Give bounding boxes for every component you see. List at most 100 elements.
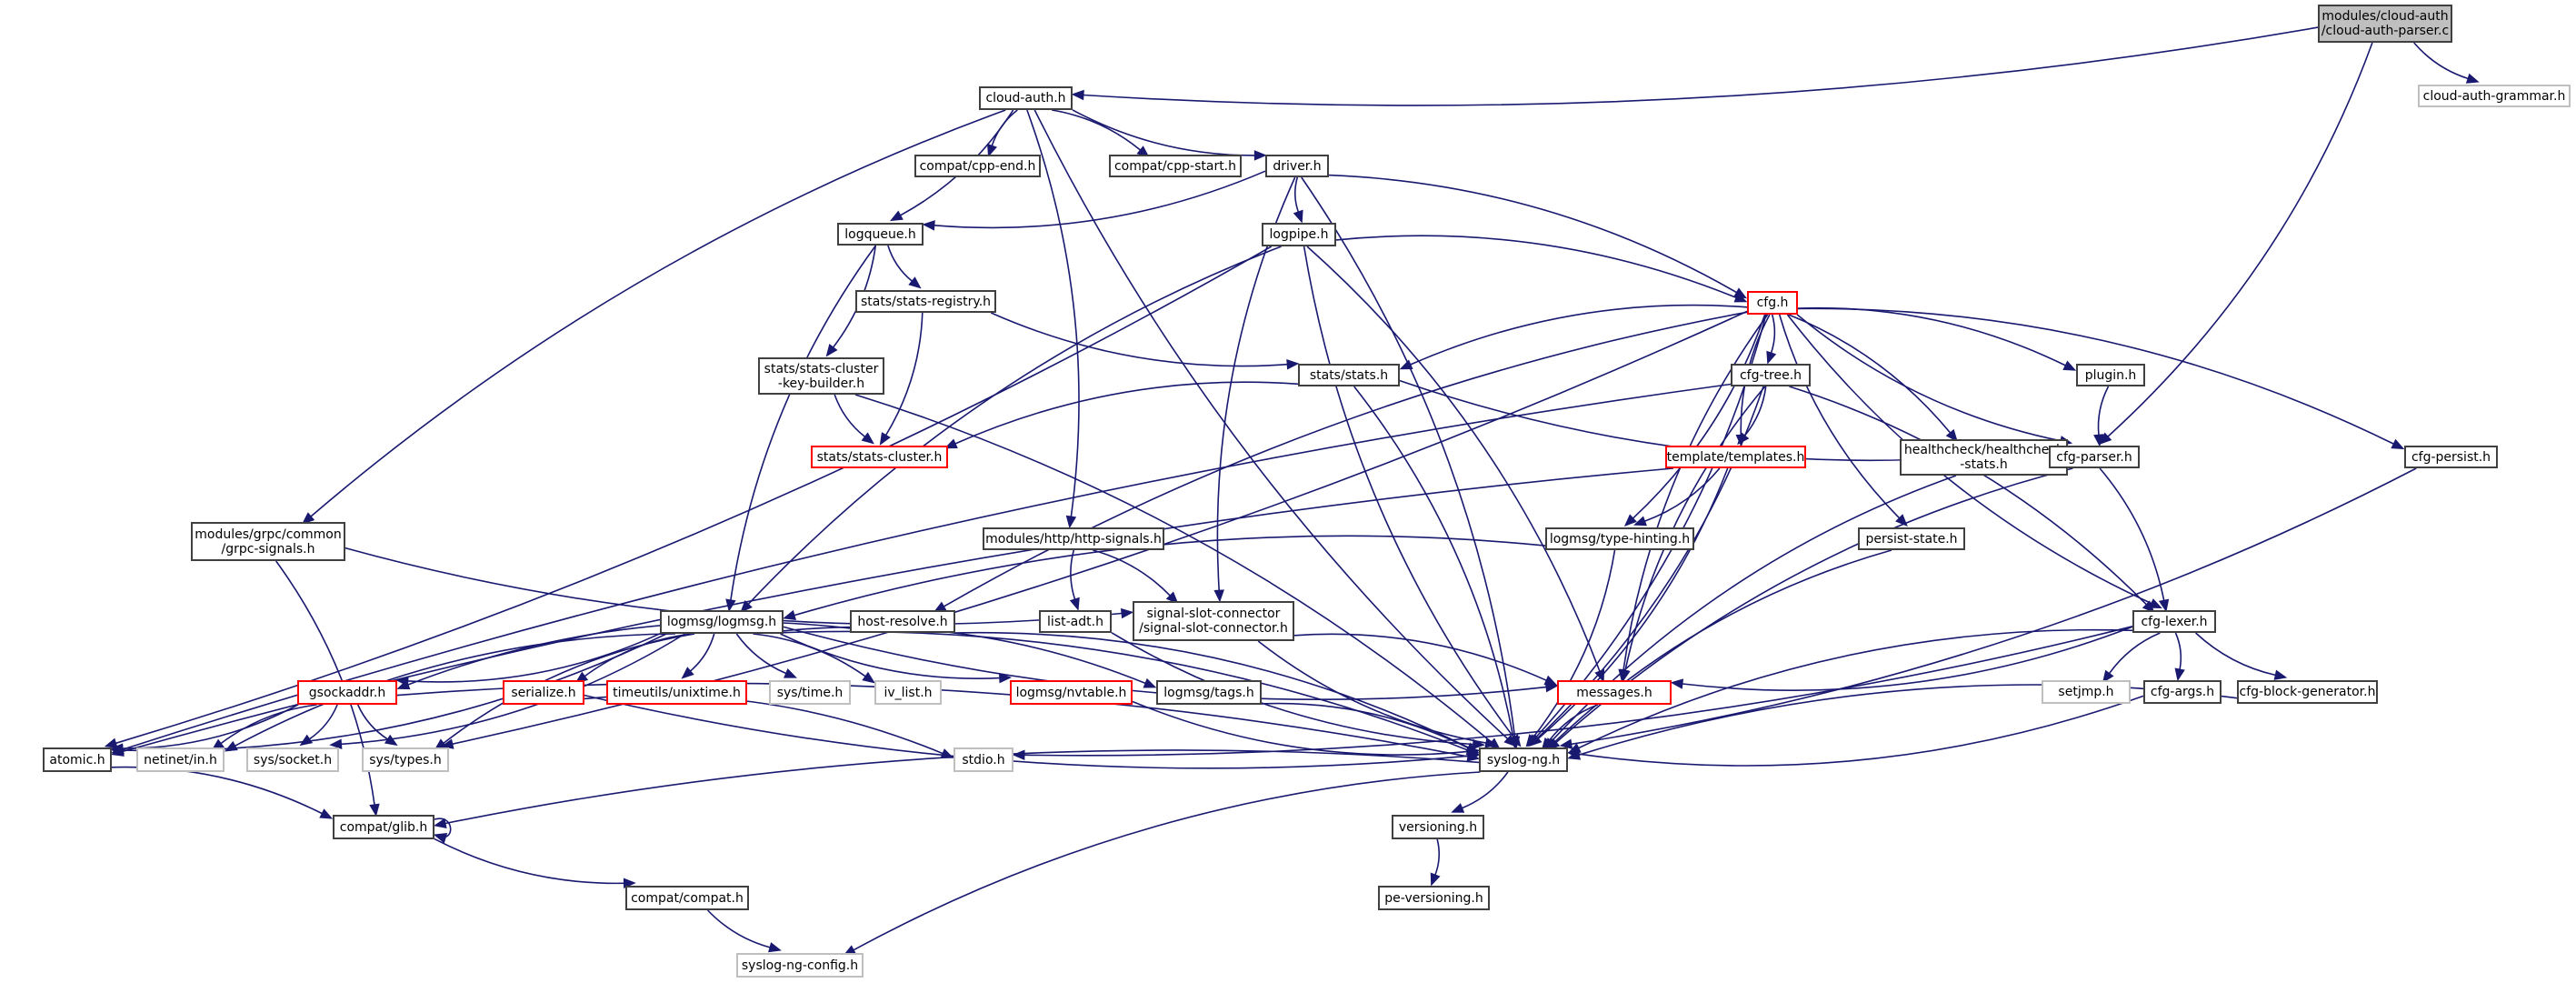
edge-ssc-to-messages-h xyxy=(1293,633,1547,681)
arrowhead-icon xyxy=(1069,597,1080,611)
arrowhead-icon xyxy=(2174,667,2185,682)
edge-stats-h-to-syslog-ng-h xyxy=(1353,386,1514,738)
arrowhead-icon xyxy=(1623,514,1637,527)
edge-root-to-cfg-parser xyxy=(2107,42,2373,437)
edge-cfg-lexer-to-syslog-ng-h xyxy=(1578,628,2133,749)
graph-node-cpp-end[interactable]: compat/cpp-end.h xyxy=(914,155,1041,177)
edge-logmsg-h-to-sys-types xyxy=(443,633,695,744)
edge-cloud-auth-h-to-cpp-end xyxy=(991,109,1018,146)
arrowhead-icon xyxy=(319,808,334,819)
edge-gsockaddr-to-sys-socket xyxy=(309,704,338,740)
arrowhead-icon xyxy=(1670,678,1684,689)
graph-node-list-adt[interactable]: list-adt.h xyxy=(1039,610,1112,633)
graph-node-unixtime[interactable]: timeutils/unixtime.h xyxy=(606,680,747,705)
edge-syslog-ng-h-to-syslog-ng-config xyxy=(853,771,1481,951)
arrowhead-icon xyxy=(1733,292,1748,303)
edge-cfg-h-to-healthcheck xyxy=(1788,314,1952,434)
arrowhead-icon xyxy=(623,878,636,889)
graph-node-logqueue-h[interactable]: logqueue.h xyxy=(837,223,924,246)
graph-node-root: modules/cloud-auth /cloud-auth-parser.c xyxy=(2318,5,2452,43)
graph-node-messages-h[interactable]: messages.h xyxy=(1557,680,1672,705)
graph-node-stats-cluster[interactable]: stats/stats-cluster.h xyxy=(811,446,948,468)
arrowhead-icon xyxy=(110,743,124,754)
edge-cfg-persist-to-syslog-ng-h xyxy=(1571,467,2417,746)
edge-logpipe-h-to-messages-h xyxy=(1306,246,1601,672)
graph-node-serialize[interactable]: serialize.h xyxy=(503,680,584,705)
graph-node-pe-versioning[interactable]: pe-versioning.h xyxy=(1378,886,1490,910)
edge-stats-ckb-to-stats-cluster xyxy=(834,394,865,437)
arrowhead-icon xyxy=(1120,607,1134,619)
graph-node-gsockaddr[interactable]: gsockaddr.h xyxy=(297,680,397,705)
graph-node-glib-h[interactable]: compat/glib.h xyxy=(333,815,434,839)
edge-ssc-to-syslog-ng-h xyxy=(1257,640,1487,744)
graph-node-persist-state[interactable]: persist-state.h xyxy=(1858,527,1965,550)
arrowhead-icon xyxy=(1399,359,1413,370)
arrowhead-icon xyxy=(1508,736,1519,750)
graph-node-cfg-persist[interactable]: cfg-persist.h xyxy=(2404,446,2498,468)
graph-node-templates-h[interactable]: template/templates.h xyxy=(1665,446,1806,468)
graph-node-ssc[interactable]: signal-slot-connector /signal-slot-conne… xyxy=(1133,601,1294,641)
graph-node-versioning[interactable]: versioning.h xyxy=(1392,815,1484,839)
graph-node-setjmp: setjmp.h xyxy=(2042,680,2131,704)
edge-templates-h-to-type-hinting xyxy=(1644,467,1721,522)
edge-cfg-h-to-plugin-h xyxy=(1797,306,2066,366)
arrowhead-icon xyxy=(740,600,753,613)
edge-cfg-h-to-cfg-parser xyxy=(1796,314,2062,442)
graph-node-nvtable[interactable]: logmsg/nvtable.h xyxy=(1010,680,1133,705)
graph-node-tags-h[interactable]: logmsg/tags.h xyxy=(1156,680,1262,705)
arrowhead-icon xyxy=(908,276,922,289)
graph-node-logpipe-h[interactable]: logpipe.h xyxy=(1262,223,1336,246)
arrowhead-icon xyxy=(783,609,797,620)
arrowhead-icon xyxy=(1594,668,1605,683)
graph-node-cfg-lexer[interactable]: cfg-lexer.h xyxy=(2132,610,2216,633)
arrowhead-icon xyxy=(329,738,343,750)
arrowhead-icon xyxy=(2102,669,2114,684)
graph-node-cfg-blockgen[interactable]: cfg-block-generator.h xyxy=(2237,680,2378,704)
graph-node-driver-h[interactable]: driver.h xyxy=(1265,155,1329,177)
graph-node-host-resolve[interactable]: host-resolve.h xyxy=(850,610,955,633)
arrowhead-icon xyxy=(1633,516,1647,527)
edge-logqueue-h-to-stats-registry xyxy=(887,245,913,282)
graph-node-sys-types: sys/types.h xyxy=(362,747,449,772)
graph-node-stats-ckb[interactable]: stats/stats-cluster -key-builder.h xyxy=(758,357,884,395)
graph-node-cpp-start[interactable]: compat/cpp-start.h xyxy=(1109,155,1242,177)
graph-node-cfg-args[interactable]: cfg-args.h xyxy=(2143,680,2222,704)
arrowhead-icon xyxy=(1253,150,1267,161)
edge-cfg-h-to-messages-h xyxy=(1622,314,1769,671)
edge-driver-h-to-cfg-h xyxy=(1328,174,1737,294)
edge-type-hinting-to-logmsg-h xyxy=(794,535,1546,617)
graph-node-grpc-signals[interactable]: modules/grpc/common /grpc-signals.h xyxy=(191,522,345,561)
edge-logpipe-h-to-logmsg-h xyxy=(747,246,1282,605)
graph-node-type-hinting[interactable]: logmsg/type-hinting.h xyxy=(1545,527,1694,550)
graph-node-atomic-h[interactable]: atomic.h xyxy=(43,747,112,772)
graph-node-sys-time: sys/time.h xyxy=(769,680,851,705)
graph-node-healthcheck[interactable]: healthcheck/healthcheck -stats.h xyxy=(1900,439,2068,476)
graph-node-syslog-ng-h[interactable]: syslog-ng.h xyxy=(1479,747,1568,772)
arrowhead-icon xyxy=(433,833,448,844)
graph-node-stats-registry[interactable]: stats/stats-registry.h xyxy=(855,290,996,313)
edge-serialize-to-syslog-ng-h xyxy=(584,694,1469,769)
arrowhead-icon xyxy=(1012,749,1025,761)
graph-node-cfg-tree[interactable]: cfg-tree.h xyxy=(1731,364,1811,386)
edge-logmsg-h-to-gsockaddr xyxy=(407,633,661,683)
graph-node-cfg-h[interactable]: cfg.h xyxy=(1747,291,1798,315)
graph-node-http-signals[interactable]: modules/http/http-signals.h xyxy=(983,527,1164,550)
arrowhead-icon xyxy=(1143,677,1157,688)
edge-logmsg-h-to-tags-h xyxy=(783,626,1146,685)
graph-node-cfg-parser[interactable]: cfg-parser.h xyxy=(2049,446,2140,468)
edge-logmsg-h-to-unixtime xyxy=(690,633,715,672)
graph-node-compat-h[interactable]: compat/compat.h xyxy=(625,886,749,910)
graph-node-syslog-ng-config: syslog-ng-config.h xyxy=(736,953,864,978)
graph-node-stats-h[interactable]: stats/stats.h xyxy=(1298,364,1400,386)
arrowhead-icon xyxy=(2099,432,2112,445)
graph-node-plugin-h[interactable]: plugin.h xyxy=(2076,364,2145,386)
graph-node-iv-list: iv_list.h xyxy=(874,680,942,705)
arrowhead-icon xyxy=(768,942,782,953)
arrowhead-icon xyxy=(1541,737,1553,751)
graph-node-cloud-auth-h[interactable]: cloud-auth.h xyxy=(979,86,1073,110)
arrowhead-icon xyxy=(384,734,398,747)
edge-driver-h-to-syslog-ng-h xyxy=(1301,176,1516,737)
arrowhead-icon xyxy=(1465,743,1480,754)
graph-node-logmsg-h[interactable]: logmsg/logmsg.h xyxy=(660,610,784,634)
arrowhead-icon xyxy=(104,737,118,748)
